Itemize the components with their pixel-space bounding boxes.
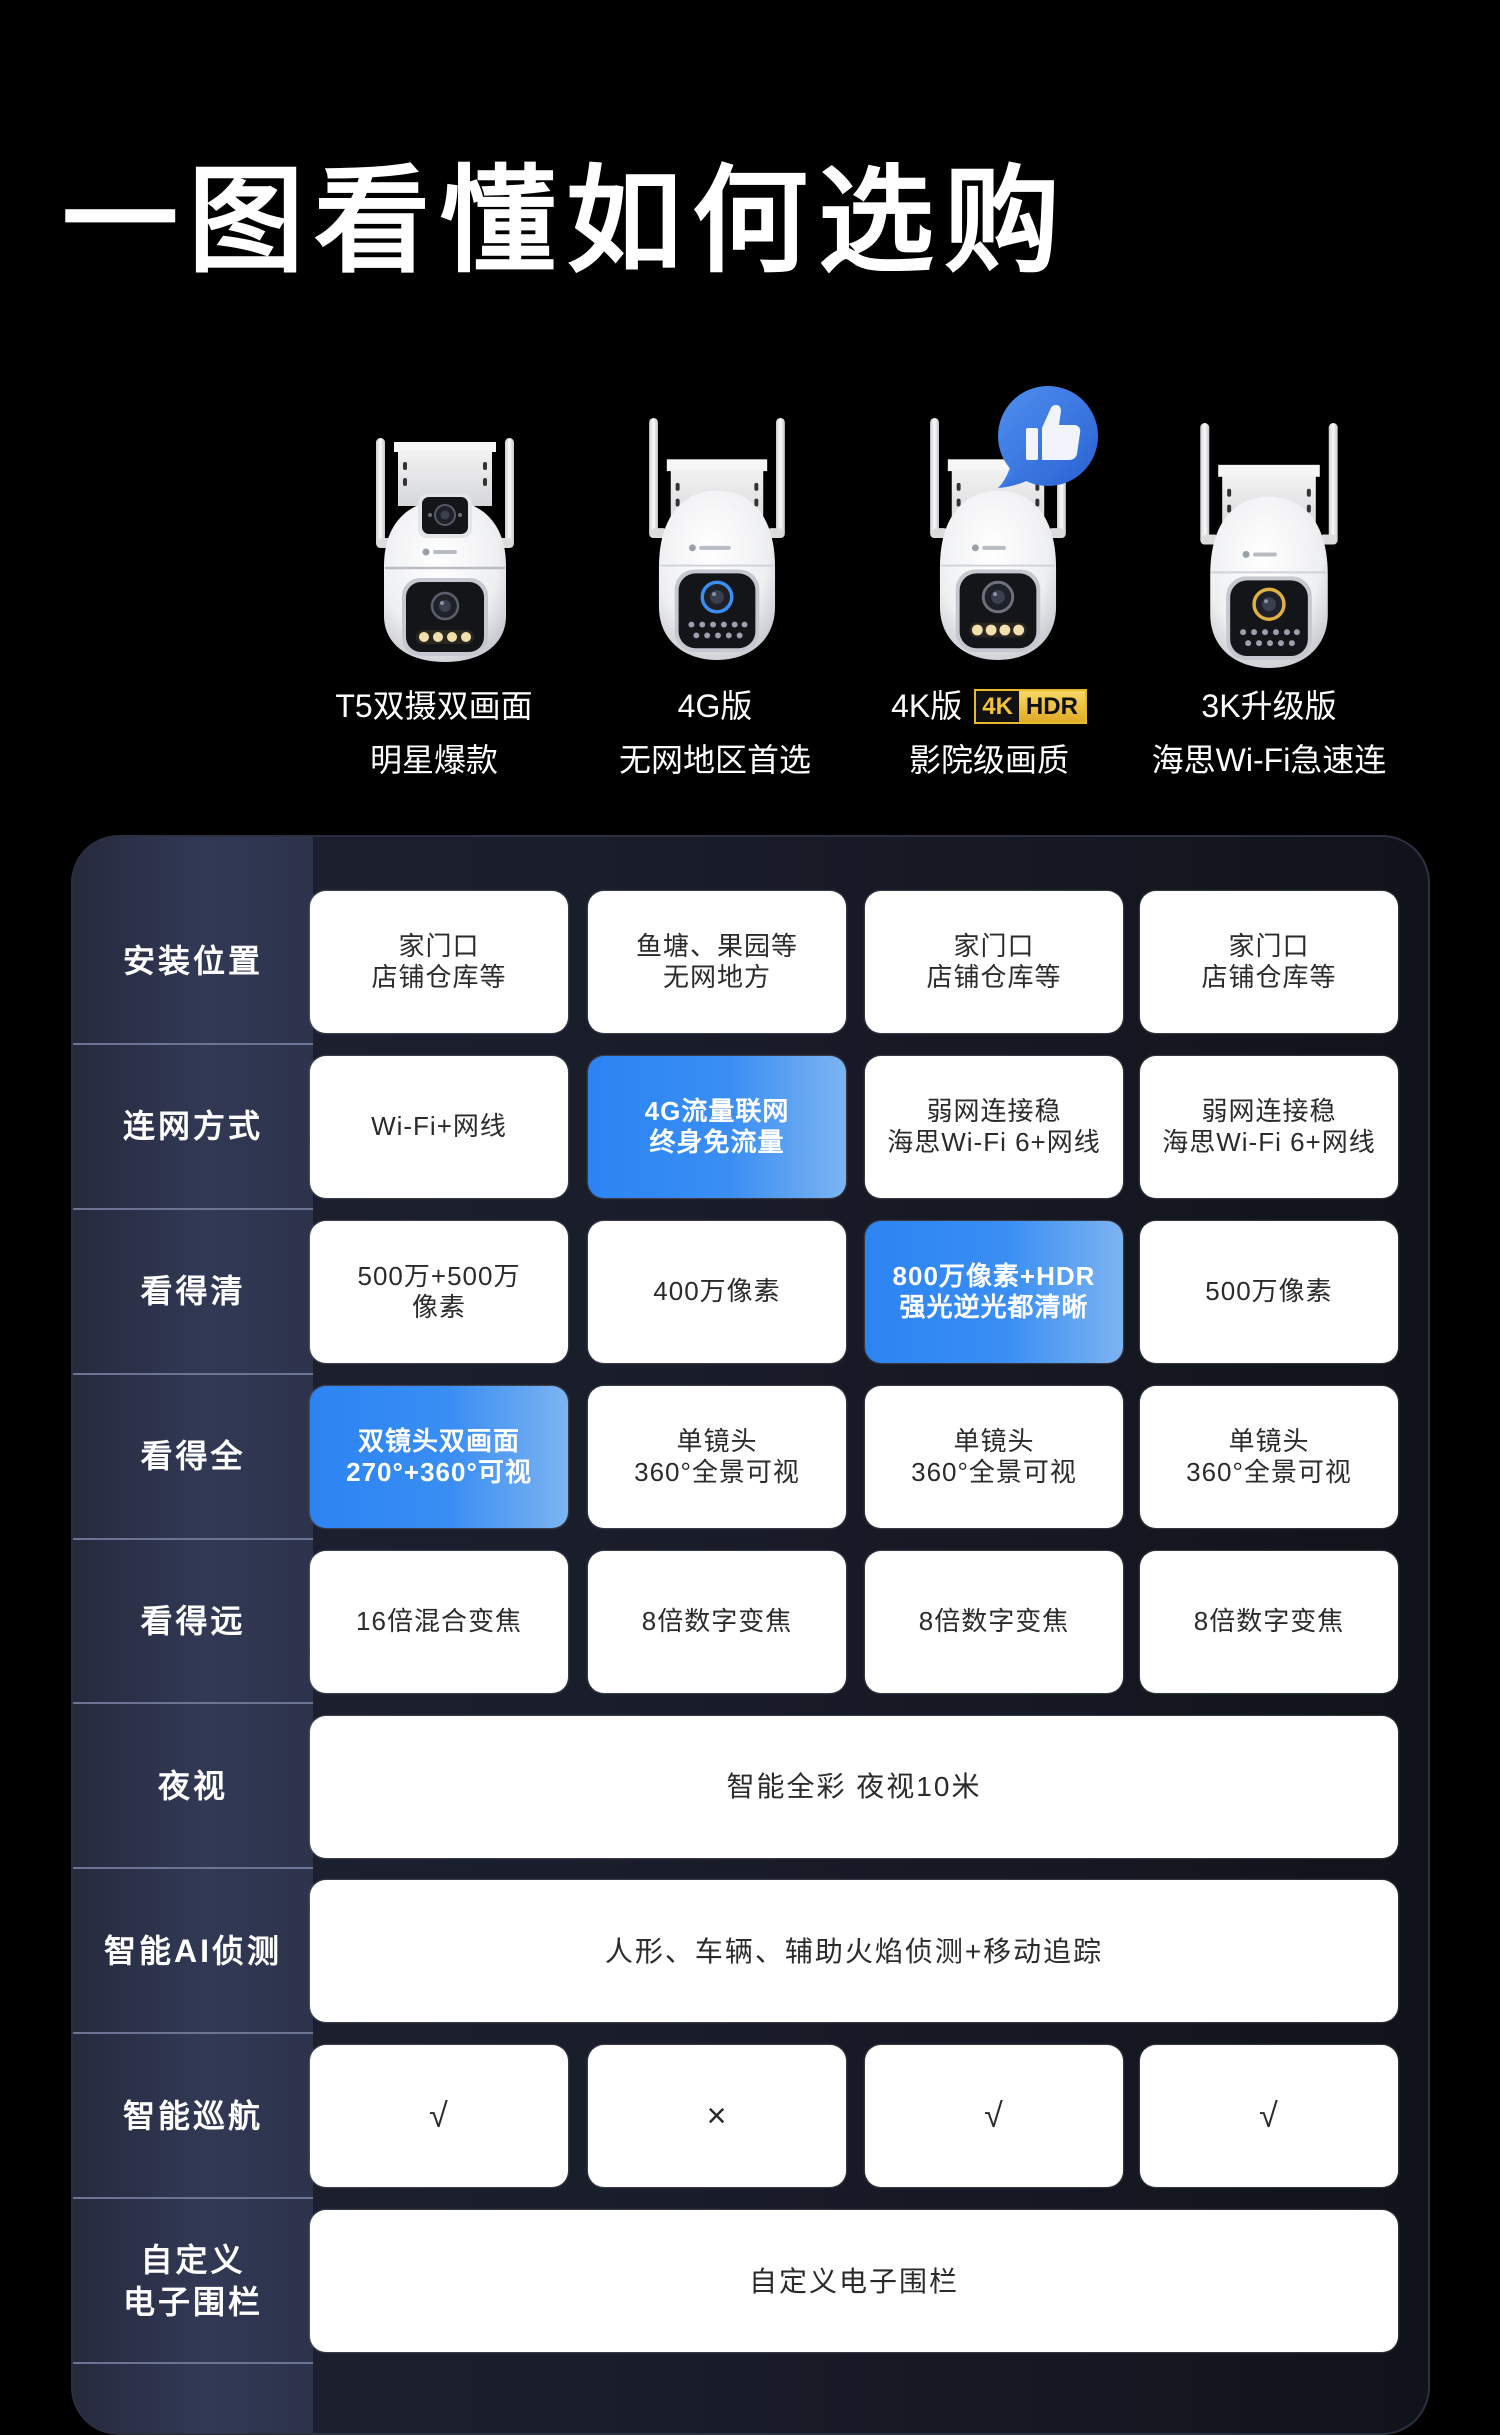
label-column xyxy=(73,837,313,2433)
camera-4g-image xyxy=(649,418,785,660)
cell-text: 4G流量联网 终身免流量 xyxy=(644,1095,790,1157)
cell-text: 家门口 店铺仓库等 xyxy=(1201,931,1337,992)
table-cell: 8倍数字变焦 xyxy=(1140,1550,1398,1693)
table-cell-highlighted: 800万像素+HDR 强光逆光都清晰 xyxy=(865,1220,1123,1363)
cell-text: 单镜头 360°全景可视 xyxy=(911,1425,1077,1487)
table-cell: 400万像素 xyxy=(588,1220,846,1363)
table-row-ai-detection: 智能AI侦测 人形、车辆、辅助火焰侦测+移动追踪 xyxy=(73,1869,1428,2035)
product-4k: 4K版 4K HDR 影院级画质 xyxy=(809,679,1169,787)
table-cell-merged: 人形、车辆、辅助火焰侦测+移动追踪 xyxy=(310,1880,1398,2023)
table-cell: 弱网连接稳 海思Wi-Fi 6+网线 xyxy=(865,1055,1123,1198)
cell-text: 8倍数字变焦 xyxy=(918,1606,1070,1637)
table-row-network: 连网方式 Wi-Fi+网线 4G流量联网 终身免流量 弱网连接稳 海思Wi-Fi… xyxy=(73,1045,1428,1210)
cell-text: 弱网连接稳 海思Wi-Fi 6+网线 xyxy=(1162,1095,1376,1157)
product-tagline: 海思Wi-Fi急速连 xyxy=(1151,742,1387,778)
table-cell-highlighted: 双镜头双画面 270°+360°可视 xyxy=(310,1385,568,1528)
table-cell-merged: 自定义电子围栏 xyxy=(310,2210,1398,2353)
product-name-row: 4K版 4K HDR xyxy=(809,679,1169,733)
table-cell-merged: 智能全彩 夜视10米 xyxy=(310,1715,1398,1858)
table-row-geofence: 自定义 电子围栏 自定义电子围栏 xyxy=(73,2199,1428,2365)
row-label: 自定义 电子围栏 xyxy=(73,2199,313,2365)
table-row-clarity: 看得清 500万+500万 像素 400万像素 800万像素+HDR 强光逆光都… xyxy=(73,1210,1428,1375)
badge-hdr: HDR xyxy=(1018,690,1085,722)
product-tagline: 明星爆款 xyxy=(369,742,498,778)
table-cell: 500万+500万 像素 xyxy=(310,1220,568,1363)
row-label: 安装位置 xyxy=(73,880,313,1045)
table-row-night-vision: 夜视 智能全彩 夜视10米 xyxy=(73,1705,1428,1870)
row-label: 看得全 xyxy=(73,1375,313,1540)
row-label: 智能AI侦测 xyxy=(73,1869,313,2035)
4k-hdr-badge: 4K HDR xyxy=(974,688,1087,724)
camera-3k-image xyxy=(1200,423,1338,668)
cell-text: 弱网连接稳 海思Wi-Fi 6+网线 xyxy=(887,1095,1101,1157)
check-cell: √ xyxy=(310,2045,568,2188)
table-cell-highlighted: 4G流量联网 终身免流量 xyxy=(588,1055,846,1198)
table-cell: 8倍数字变焦 xyxy=(588,1550,846,1693)
row-label: 夜视 xyxy=(73,1705,313,1870)
product-tagline: 无网地区首选 xyxy=(618,742,811,778)
table-cell: 家门口 店铺仓库等 xyxy=(1140,891,1398,1033)
cell-text: 16倍混合变焦 xyxy=(356,1606,522,1637)
cell-text: 400万像素 xyxy=(653,1276,781,1307)
comparison-table: 安装位置 家门口 店铺仓库等 鱼塘、果园等 无网地方 家门口 店铺仓库等 家门口… xyxy=(71,835,1430,2435)
cell-text: 500万+500万 像素 xyxy=(357,1260,521,1322)
check-cell: √ xyxy=(1140,2045,1398,2188)
table-cell: 家门口 店铺仓库等 xyxy=(865,891,1123,1033)
table-cell: 16倍混合变焦 xyxy=(310,1550,568,1693)
product-t5: T5双摄双画面 明星爆款 xyxy=(254,679,614,787)
cell-text: 人形、车辆、辅助火焰侦测+移动追踪 xyxy=(604,1935,1104,1967)
table-row-coverage: 看得全 双镜头双画面 270°+360°可视 单镜头 360°全景可视 单镜头 … xyxy=(73,1375,1428,1540)
product-3k: 3K升级版 海思Wi-Fi急速连 xyxy=(1089,679,1449,787)
cell-text: 智能全彩 夜视10米 xyxy=(726,1771,982,1802)
check-mark-icon: √ xyxy=(1259,2096,1279,2135)
table-cell: Wi-Fi+网线 xyxy=(310,1055,568,1198)
table-cell: 单镜头 360°全景可视 xyxy=(1140,1385,1398,1528)
product-name: 4K版 xyxy=(891,688,963,724)
table-cell: 500万像素 xyxy=(1140,1220,1398,1363)
cell-text: 800万像素+HDR 强光逆光都清晰 xyxy=(892,1260,1096,1322)
cell-text: 单镜头 360°全景可视 xyxy=(634,1425,800,1487)
row-label: 智能巡航 xyxy=(73,2034,313,2200)
cross-mark-icon: × xyxy=(706,2096,728,2135)
camera-t5-dual-image xyxy=(376,438,514,662)
cross-cell: × xyxy=(588,2045,846,2188)
product-name: T5双摄双画面 xyxy=(335,688,533,724)
check-cell: √ xyxy=(865,2045,1123,2188)
cell-text: 双镜头双画面 270°+360°可视 xyxy=(346,1425,532,1487)
check-mark-icon: √ xyxy=(984,2096,1004,2135)
cell-text: 单镜头 360°全景可视 xyxy=(1186,1425,1352,1487)
table-cell: 单镜头 360°全景可视 xyxy=(588,1385,846,1528)
table-cell: 单镜头 360°全景可视 xyxy=(865,1385,1123,1528)
table-cell: 弱网连接稳 海思Wi-Fi 6+网线 xyxy=(1140,1055,1398,1198)
cell-text: 鱼塘、果园等 无网地方 xyxy=(635,931,798,992)
product-tagline: 影院级画质 xyxy=(908,742,1069,778)
row-label: 看得远 xyxy=(73,1540,313,1705)
cell-text: 8倍数字变焦 xyxy=(641,1606,793,1637)
page-title: 一图看懂如何选购 xyxy=(62,156,1070,286)
cell-text: 家门口 店铺仓库等 xyxy=(926,931,1062,992)
cell-text: 自定义电子围栏 xyxy=(748,2265,959,2297)
product-name: 3K升级版 xyxy=(1201,688,1337,724)
row-label: 看得清 xyxy=(73,1210,313,1375)
table-row-zoom: 看得远 16倍混合变焦 8倍数字变焦 8倍数字变焦 8倍数字变焦 xyxy=(73,1540,1428,1705)
table-row-install-location: 安装位置 家门口 店铺仓库等 鱼塘、果园等 无网地方 家门口 店铺仓库等 家门口… xyxy=(73,880,1428,1045)
cell-text: 500万像素 xyxy=(1205,1276,1333,1307)
table-cell: 鱼塘、果园等 无网地方 xyxy=(588,891,846,1033)
badge-4k: 4K xyxy=(976,690,1019,722)
thumbs-up-icon xyxy=(998,386,1098,488)
cell-text: 家门口 店铺仓库等 xyxy=(371,931,507,992)
cell-text: Wi-Fi+网线 xyxy=(371,1111,507,1142)
table-row-smart-cruise: 智能巡航 √ × √ √ xyxy=(73,2034,1428,2200)
table-cell: 8倍数字变焦 xyxy=(865,1550,1123,1693)
cell-text: 8倍数字变焦 xyxy=(1193,1606,1345,1637)
row-label: 连网方式 xyxy=(73,1045,313,1210)
table-cell: 家门口 店铺仓库等 xyxy=(310,891,568,1033)
product-name: 4G版 xyxy=(677,688,753,724)
product-4g: 4G版 无网地区首选 xyxy=(535,679,895,787)
check-mark-icon: √ xyxy=(429,2096,449,2135)
